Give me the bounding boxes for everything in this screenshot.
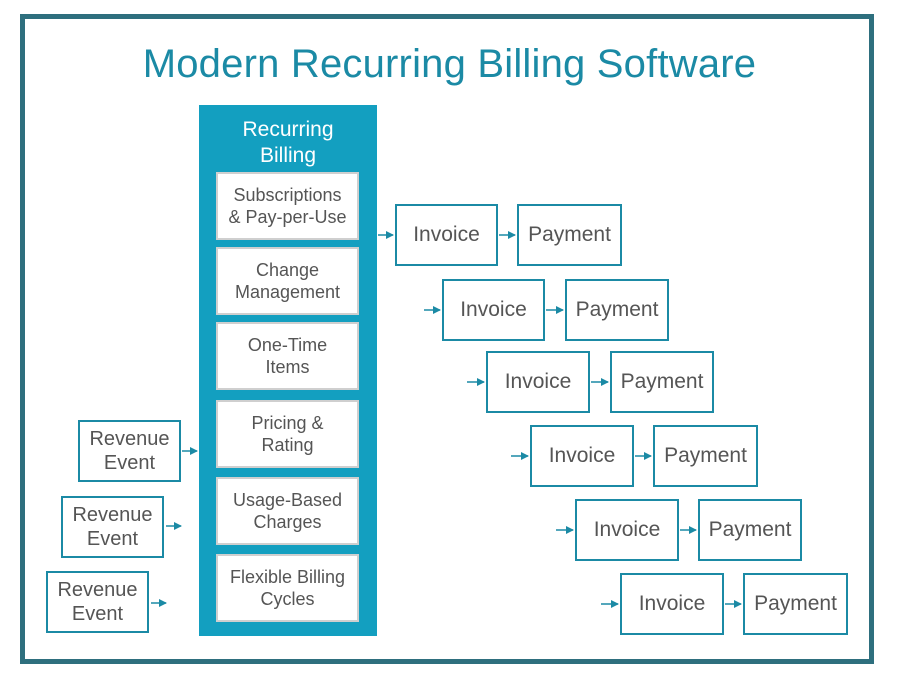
feature-subscriptions: Subscriptions & Pay-per-Use [216, 172, 359, 240]
payment-box: Payment [698, 499, 802, 561]
feature-one-time-items: One-Time Items [216, 322, 359, 390]
invoice-box: Invoice [575, 499, 679, 561]
revenue-event-line2: Event [103, 452, 156, 474]
feature-change-management: Change Management [216, 247, 359, 315]
feature-line1: Subscriptions [233, 185, 342, 205]
revenue-event-box: Revenue Event [61, 496, 164, 558]
feature-line2: Management [234, 282, 341, 302]
revenue-event-line2: Event [86, 528, 139, 550]
revenue-event-line1: Revenue [57, 579, 138, 601]
feature-flexible-billing-cycles: Flexible Billing Cycles [216, 554, 359, 622]
feature-line2: & Pay-per-Use [228, 207, 347, 227]
revenue-event-line1: Revenue [72, 504, 153, 526]
diagram-title: Modern Recurring Billing Software [142, 42, 757, 86]
payment-box: Payment [565, 279, 669, 341]
payment-box: Payment [653, 425, 758, 487]
payment-box: Payment [517, 204, 622, 266]
feature-line1: Usage-Based [232, 490, 343, 510]
invoice-box: Invoice [530, 425, 634, 487]
revenue-event-line2: Event [71, 603, 124, 625]
feature-line2: Items [265, 357, 310, 377]
invoice-box: Invoice [395, 204, 498, 266]
feature-line2: Charges [253, 512, 322, 532]
revenue-event-box: Revenue Event [78, 420, 181, 482]
invoice-box: Invoice [620, 573, 724, 635]
payment-box: Payment [610, 351, 714, 413]
invoice-box: Invoice [442, 279, 545, 341]
recurring-billing-title-line1: Recurring [242, 118, 334, 141]
recurring-billing-title-line2: Billing [259, 144, 317, 167]
feature-line2: Rating [261, 435, 314, 455]
feature-line1: Pricing & [251, 413, 324, 433]
invoice-box: Invoice [486, 351, 590, 413]
feature-usage-based-charges: Usage-Based Charges [216, 477, 359, 545]
feature-line2: Cycles [260, 589, 315, 609]
feature-pricing-rating: Pricing & Rating [216, 400, 359, 468]
feature-line1: Flexible Billing [229, 567, 346, 587]
revenue-event-line1: Revenue [89, 428, 170, 450]
revenue-event-box: Revenue Event [46, 571, 149, 633]
feature-line1: One-Time [247, 335, 328, 355]
payment-box: Payment [743, 573, 848, 635]
recurring-billing-title: Recurring Billing [199, 117, 377, 169]
feature-line1: Change [255, 260, 320, 280]
